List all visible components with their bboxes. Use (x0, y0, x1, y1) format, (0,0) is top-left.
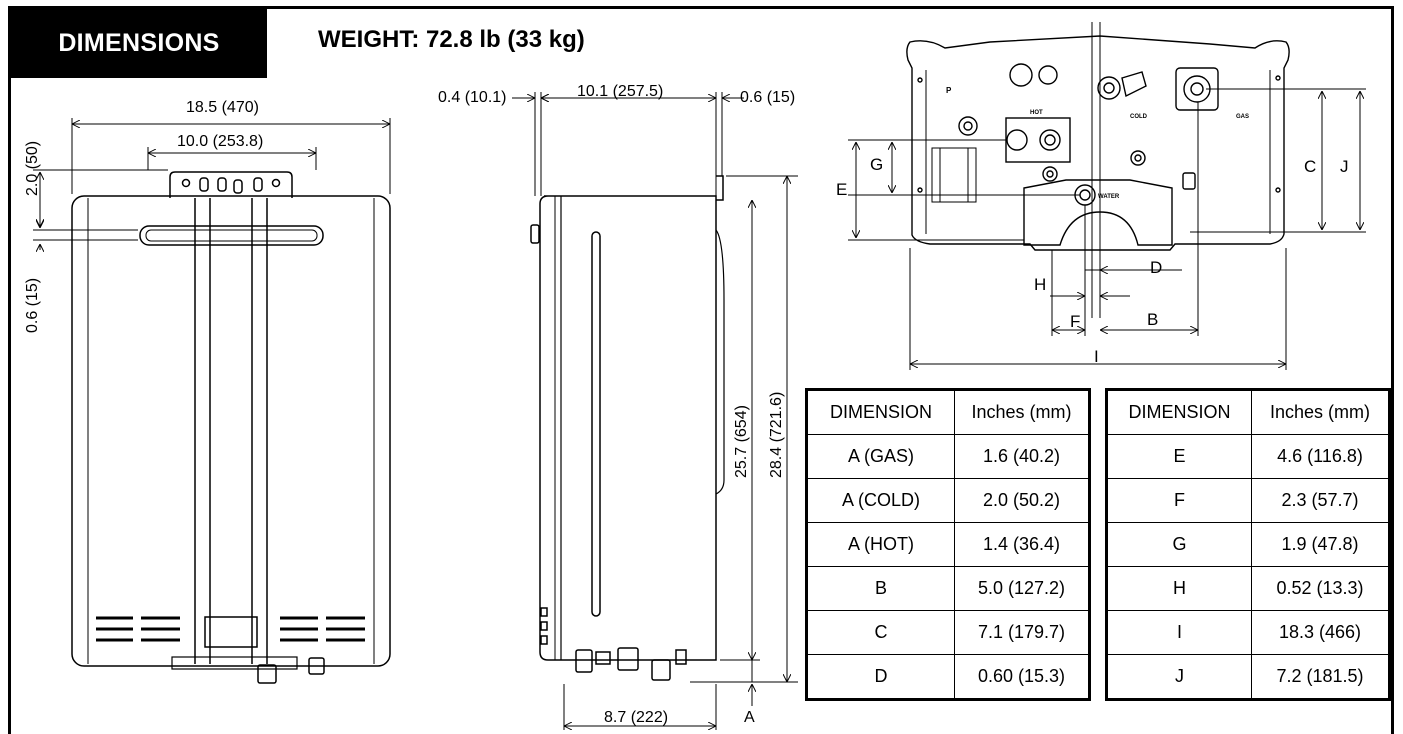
dim-b-label: B (1147, 310, 1158, 329)
dimension-cell: B (806, 566, 955, 611)
table-header-row: DIMENSION Inches (mm) (1106, 389, 1390, 435)
dim-d-label: D (1150, 258, 1162, 277)
bottom-depth-label: 8.7 (222) (604, 709, 668, 726)
dimensions-table-right: DIMENSION Inches (mm) E 4.6 (116.8) F 2.… (1105, 388, 1391, 701)
inches-header: Inches (mm) (954, 389, 1090, 435)
value-cell: 2.0 (50.2) (954, 478, 1090, 523)
hot-stamp: HOT (1030, 110, 1043, 116)
left-gap-label: 0.4 (10.1) (438, 89, 506, 106)
table-row: B 5.0 (127.2) (806, 566, 1090, 611)
side-view (512, 92, 798, 730)
table-row: C 7.1 (179.7) (806, 610, 1090, 655)
page-title: DIMENSIONS (11, 9, 267, 78)
value-cell: 1.6 (40.2) (954, 434, 1090, 479)
value-cell: 18.3 (466) (1251, 610, 1390, 655)
body-height-label: 25.7 (654) (733, 405, 750, 478)
dim-g-label: G (870, 155, 883, 174)
body-depth-label: 10.1 (257.5) (577, 83, 663, 100)
table-row: F 2.3 (57.7) (1106, 478, 1390, 523)
table-row: A (HOT) 1.4 (36.4) (806, 522, 1090, 567)
dimension-cell: A (HOT) (806, 522, 955, 567)
a-dimension-label: A (744, 709, 755, 726)
right-gap-label: 0.6 (15) (740, 89, 795, 106)
value-cell: 1.9 (47.8) (1251, 522, 1390, 567)
table-row: J 7.2 (181.5) (1106, 654, 1390, 700)
dimension-cell: A (GAS) (806, 434, 955, 479)
table-header-row: DIMENSION Inches (mm) (806, 389, 1090, 435)
table-row: D 0.60 (15.3) (806, 654, 1090, 700)
value-cell: 0.52 (13.3) (1251, 566, 1390, 611)
overall-height-label: 28.4 (721.6) (768, 392, 785, 478)
outer-frame (8, 6, 1394, 734)
dimension-cell: G (1106, 522, 1252, 567)
value-cell: 5.0 (127.2) (954, 566, 1090, 611)
side-body (539, 175, 724, 661)
front-view (33, 118, 391, 684)
dimension-cell: C (806, 610, 955, 655)
dim-c-label: C (1304, 157, 1316, 176)
dimension-header: DIMENSION (806, 389, 955, 435)
table-row: I 18.3 (466) (1106, 610, 1390, 655)
value-cell: 4.6 (116.8) (1251, 434, 1390, 479)
table-row: E 4.6 (116.8) (1106, 434, 1390, 479)
dimensions-table-left: DIMENSION Inches (mm) A (GAS) 1.6 (40.2)… (805, 388, 1091, 701)
cold-stamp: COLD (1130, 114, 1148, 120)
dimension-cell: E (1106, 434, 1252, 479)
dim-e-label: E (836, 180, 847, 199)
dimension-cell: J (1106, 654, 1252, 700)
dimension-cell: I (1106, 610, 1252, 655)
water-stamp: WATER (1098, 194, 1120, 200)
bracket-height-label: 2.0 (50) (24, 141, 41, 196)
handle-offset-label: 0.6 (15) (24, 278, 41, 333)
bracket-width-label: 10.0 (253.8) (177, 133, 263, 150)
value-cell: 1.4 (36.4) (954, 522, 1090, 567)
dimension-cell: D (806, 654, 955, 700)
bottom-view-stamps: P HOT COLD GAS WATER (946, 86, 1249, 200)
value-cell: 7.2 (181.5) (1251, 654, 1390, 700)
table-row: A (COLD) 2.0 (50.2) (806, 478, 1090, 523)
table-row: G 1.9 (47.8) (1106, 522, 1390, 567)
front-vents (96, 616, 365, 642)
dim-h-label: H (1034, 275, 1046, 294)
value-cell: 0.60 (15.3) (954, 654, 1090, 700)
bottom-view (848, 22, 1366, 370)
dimension-cell: A (COLD) (806, 478, 955, 523)
overall-width-label: 18.5 (470) (186, 99, 259, 116)
gas-stamp: GAS (1236, 114, 1249, 120)
front-handle (139, 225, 324, 246)
dim-j-label: J (1340, 157, 1349, 176)
dimension-cell: H (1106, 566, 1252, 611)
dim-f-label: F (1070, 312, 1080, 331)
value-cell: 2.3 (57.7) (1251, 478, 1390, 523)
dimension-cell: F (1106, 478, 1252, 523)
front-body (71, 195, 391, 667)
weight-label: WEIGHT: 72.8 lb (33 kg) (318, 26, 585, 53)
table-row: H 0.52 (13.3) (1106, 566, 1390, 611)
p-stamp: P (946, 86, 952, 95)
inches-header: Inches (mm) (1251, 389, 1390, 435)
dimension-header: DIMENSION (1106, 389, 1252, 435)
mounting-bracket (169, 171, 293, 198)
dim-i-label: I (1094, 347, 1099, 366)
bottom-outline (906, 35, 1290, 251)
table-row: A (GAS) 1.6 (40.2) (806, 434, 1090, 479)
value-cell: 7.1 (179.7) (954, 610, 1090, 655)
